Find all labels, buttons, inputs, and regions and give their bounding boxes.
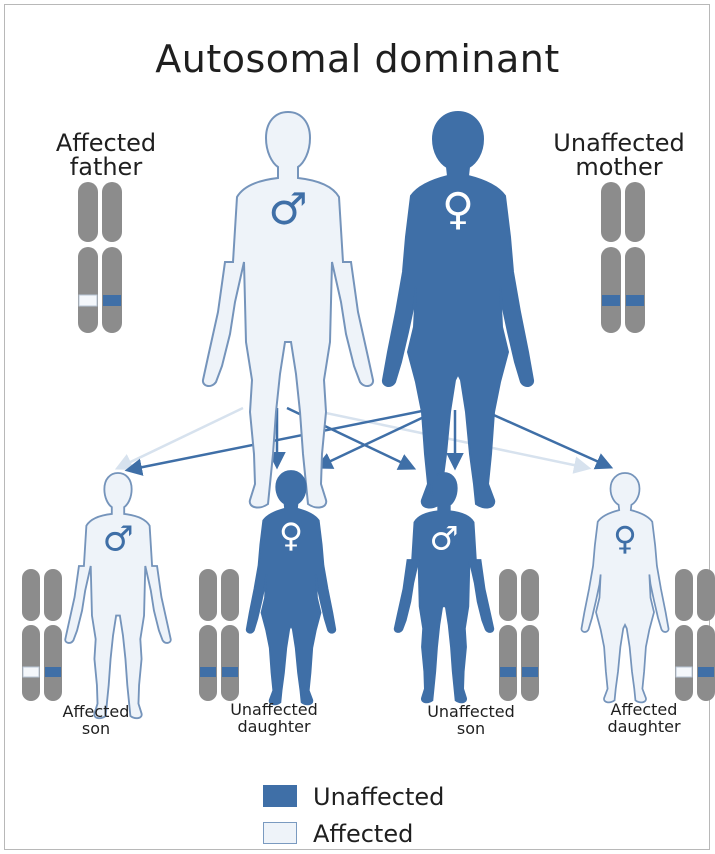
chromosome-right-upper-arm (44, 569, 62, 621)
svg-text:♂: ♂ (102, 520, 133, 560)
chromosome-pair-affected-son (22, 569, 62, 701)
allele-band-right (103, 295, 121, 306)
inheritance-arrows (118, 408, 610, 470)
chromosome-left-lower-arm (78, 247, 98, 333)
chromosome-left-upper-arm (199, 569, 217, 621)
chromosome-pair-father (78, 182, 122, 333)
allele-band-left (23, 667, 39, 677)
allele-band-right (698, 667, 714, 677)
chromosome-right-lower-arm (102, 247, 122, 333)
legend-swatch-affected (263, 822, 297, 844)
allele-band-left (500, 667, 516, 677)
chromosome-left-lower-arm (499, 625, 517, 701)
chromosome-left-upper-arm (78, 182, 98, 242)
svg-text:♀: ♀ (613, 520, 637, 558)
chromosome-pair-unaffected-daughter (199, 569, 239, 701)
child-label-unaffected-son: Unaffected son (394, 704, 548, 738)
child-affected-son-figure: ♂ (65, 473, 170, 718)
chromosome-left-upper-arm (601, 182, 621, 242)
chromosome-left-lower-arm (22, 625, 40, 701)
child-label-affected-son: Affected son (22, 704, 170, 738)
allele-band-left (79, 295, 97, 306)
chromosome-right-upper-arm (102, 182, 122, 242)
allele-band-right (45, 667, 61, 677)
allele-band-right (522, 667, 538, 677)
legend-label-affected: Affected (313, 822, 413, 846)
chromosome-right-lower-arm (697, 625, 715, 701)
legend-swatch-unaffected (263, 785, 297, 807)
allele-band-right (626, 295, 644, 306)
chromosome-right-lower-arm (221, 625, 239, 701)
arrow-mother-to-son-1 (128, 408, 437, 470)
female-symbol-icon: ♀ (442, 184, 474, 235)
chromosome-right-upper-arm (221, 569, 239, 621)
father-figure: ♂ (203, 112, 373, 507)
allele-band-left (676, 667, 692, 677)
chromosome-right-upper-arm (697, 569, 715, 621)
chromosome-left-lower-arm (199, 625, 217, 701)
child-label-affected-daughter: Affected daughter (576, 702, 712, 736)
svg-text:♀: ♀ (279, 516, 303, 555)
chromosome-left-upper-arm (499, 569, 517, 621)
child-unaffected-son-figure: ♂ (395, 473, 494, 702)
allele-band-left (602, 295, 620, 306)
legend-label-unaffected: Unaffected (313, 785, 444, 809)
mother-label: Unaffected mother (528, 131, 710, 179)
chromosome-right-lower-arm (625, 247, 645, 333)
chromosome-pair-affected-daughter (675, 569, 715, 701)
svg-text:♂: ♂ (429, 520, 458, 558)
child-label-unaffected-daughter: Unaffected daughter (194, 702, 354, 736)
chromosome-pair-mother (601, 182, 645, 333)
child-affected-daughter-figure: ♀ (581, 473, 668, 702)
allele-band-left (200, 667, 216, 677)
chromosome-right-lower-arm (521, 625, 539, 701)
chromosome-left-lower-arm (675, 625, 693, 701)
chromosome-right-upper-arm (521, 569, 539, 621)
chromosome-left-lower-arm (601, 247, 621, 333)
mother-figure: ♀ (383, 112, 533, 507)
father-label: Affected father (22, 131, 190, 179)
chromosome-pair-unaffected-son (499, 569, 539, 701)
chromosome-left-upper-arm (22, 569, 40, 621)
allele-band-right (222, 667, 238, 677)
chromosome-left-upper-arm (675, 569, 693, 621)
chromosome-right-upper-arm (625, 182, 645, 242)
chromosome-right-lower-arm (44, 625, 62, 701)
male-symbol-icon: ♂ (268, 184, 307, 235)
